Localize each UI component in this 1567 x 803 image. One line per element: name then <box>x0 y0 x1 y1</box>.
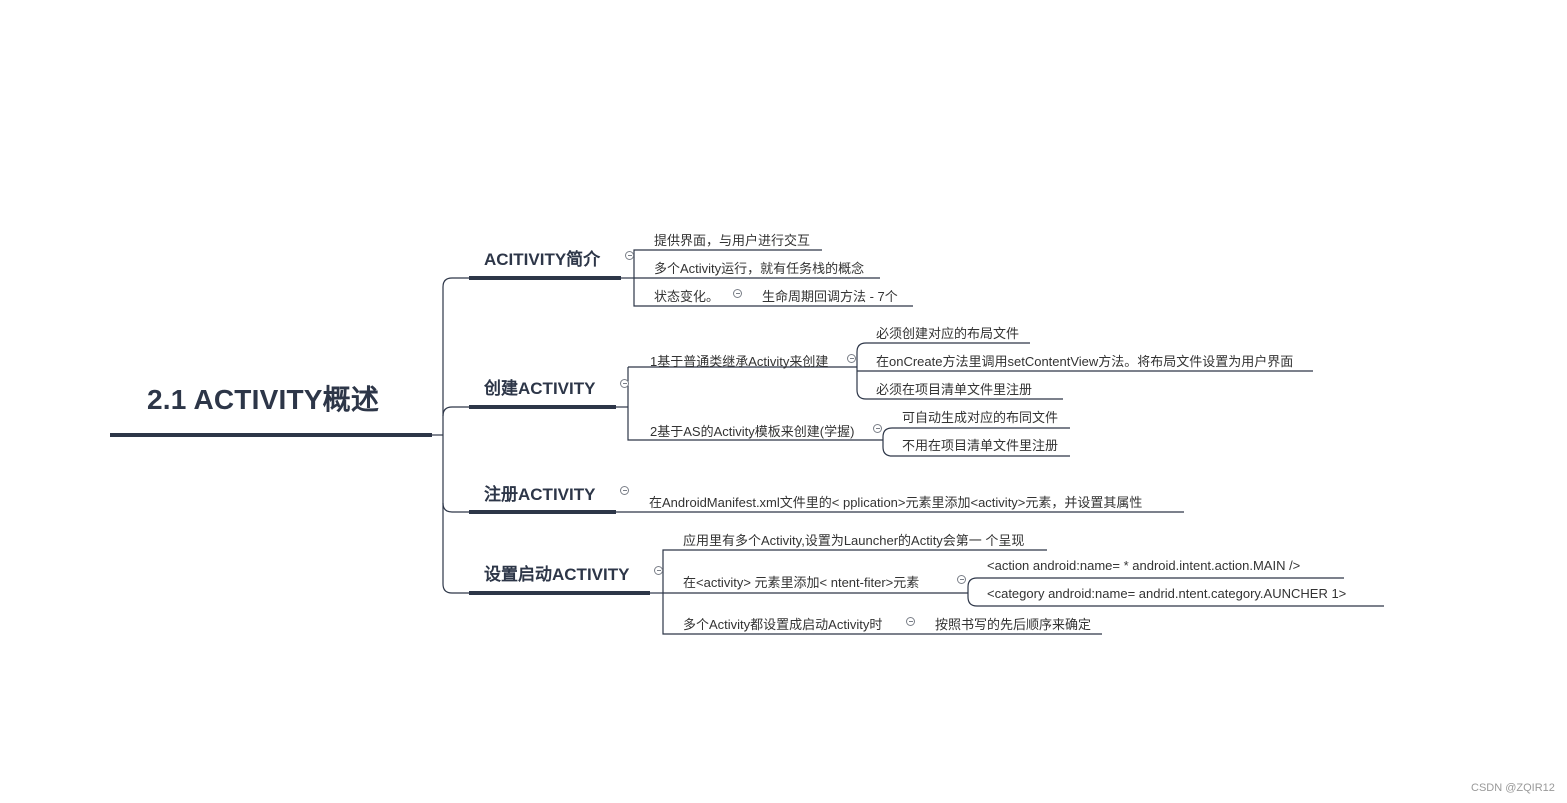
subtopic[interactable]: 应用里有多个Activity,设置为Launcher的Actity会第一 个呈现 <box>683 533 1025 548</box>
collapse-toggle-icon[interactable] <box>957 575 966 584</box>
collapse-toggle-icon[interactable] <box>906 617 915 626</box>
collapse-toggle-icon[interactable] <box>625 251 634 260</box>
subtopic[interactable]: 多个Activity都设置成启动Activity时 <box>683 617 883 632</box>
subtopic[interactable]: 在<activity> 元素里添加< ntent-fiter>元素 <box>683 575 920 590</box>
collapse-toggle-icon[interactable] <box>620 486 629 495</box>
subtopic[interactable]: <action android:name= * android.intent.a… <box>987 558 1301 573</box>
collapse-toggle-icon[interactable] <box>873 424 882 433</box>
subtopic[interactable]: 不用在项目清单文件里注册 <box>902 438 1059 453</box>
collapse-toggle-icon[interactable] <box>654 566 663 575</box>
subtopic[interactable]: 生命周期回调方法 - 7个 <box>762 289 898 304</box>
subtopic[interactable]: 在AndroidManifest.xml文件里的< pplication>元素里… <box>649 495 1143 510</box>
subtopic[interactable]: 在onCreate方法里调用setContentView方法。将布局文件设置为用… <box>876 354 1294 369</box>
subtopic[interactable]: 提供界面，与用户进行交互 <box>654 233 811 248</box>
subtopic[interactable]: 必须在项目清单文件里注册 <box>876 382 1033 397</box>
topic-activity-intro[interactable]: ACITIVITY简介 <box>484 250 601 269</box>
root-topic[interactable]: 2.1 ACTIVITY概述 <box>147 384 380 415</box>
collapse-toggle-icon[interactable] <box>733 289 742 298</box>
topic-register-activity[interactable]: 注册ACTIVITY <box>484 485 596 504</box>
collapse-toggle-icon[interactable] <box>847 354 856 363</box>
collapse-toggle-icon[interactable] <box>620 379 629 388</box>
subtopic[interactable]: 多个Activity运行，就有任务栈的概念 <box>654 261 865 276</box>
subtopic[interactable]: 2基于AS的Activity模板来创建(学握) <box>650 424 855 439</box>
topic-create-activity[interactable]: 创建ACTIVITY <box>484 379 596 398</box>
subtopic[interactable]: 状态变化。 <box>654 289 720 304</box>
subtopic[interactable]: <category android:name= andrid.ntent.cat… <box>987 586 1347 601</box>
subtopic[interactable]: 按照书写的先后顺序来确定 <box>935 617 1092 632</box>
topic-launch-activity[interactable]: 设置启动ACTIVITY <box>484 565 630 584</box>
watermark: CSDN @ZQIR12 <box>1471 782 1555 794</box>
subtopic[interactable]: 1基于普通类继承Activity来创建 <box>650 354 829 369</box>
subtopic[interactable]: 必须创建对应的布局文件 <box>876 326 1020 341</box>
subtopic[interactable]: 可自动生成对应的布同文件 <box>902 410 1059 425</box>
